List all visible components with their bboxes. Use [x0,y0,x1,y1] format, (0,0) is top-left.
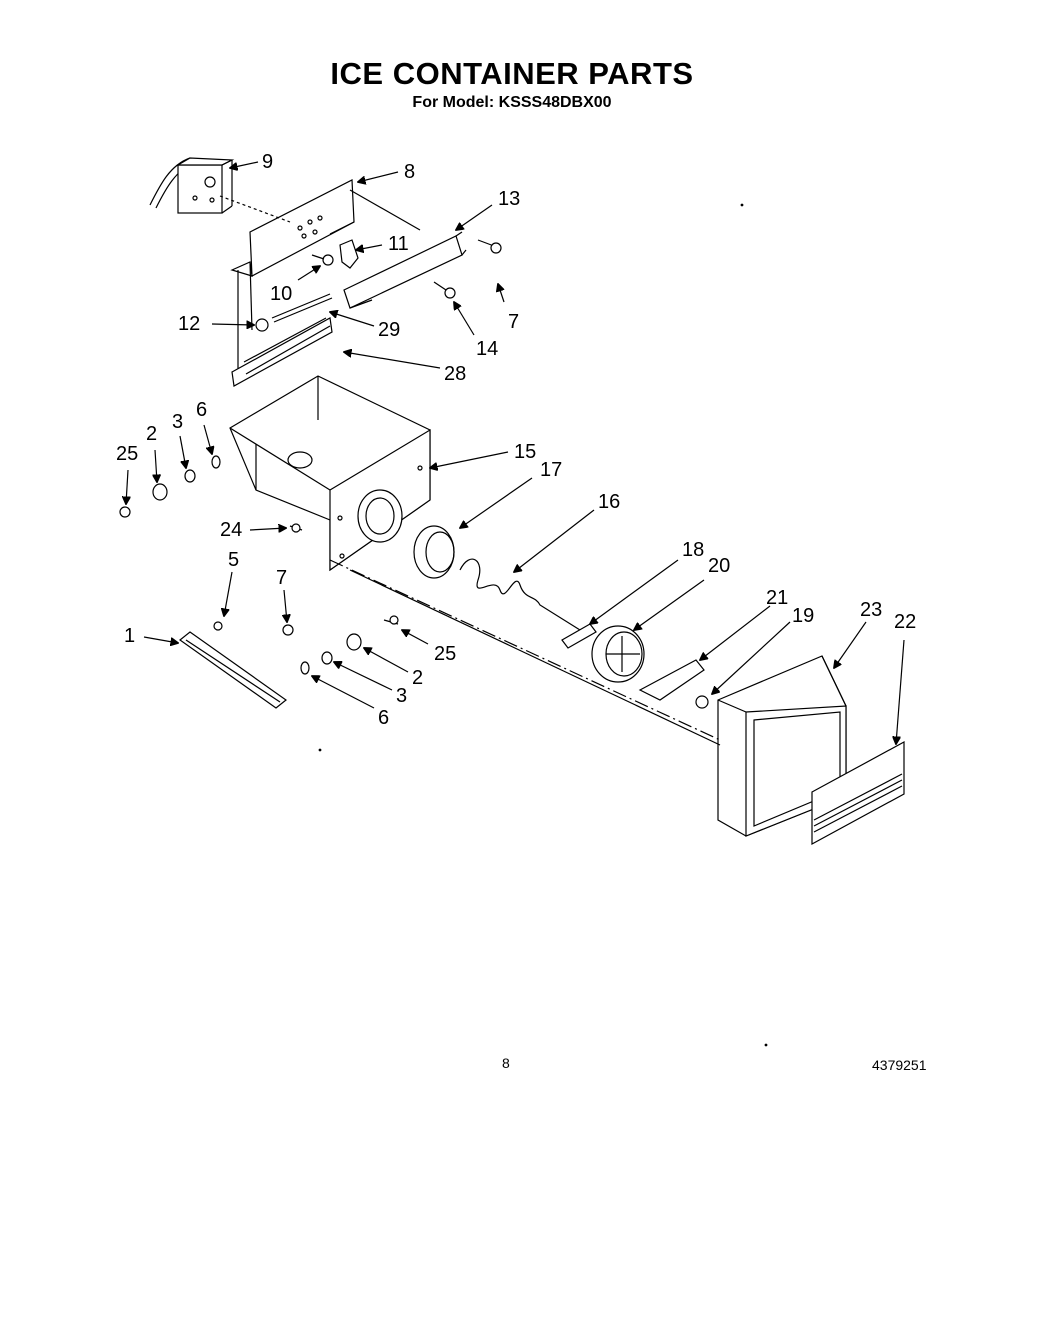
callout-10: 10 [270,283,292,305]
part-2-bushing-left [152,483,168,501]
callout-6-left: 6 [196,399,207,421]
callout-5: 5 [228,549,239,571]
part-11-clip [339,239,359,269]
callout-20: 20 [708,555,730,577]
part-29-rod [271,293,333,323]
callout-29: 29 [378,319,400,341]
part-6-washer-left [211,455,221,469]
part-25-screw-left [119,506,131,518]
part-10-screw [311,254,334,266]
callout-19: 19 [792,605,814,627]
part-2-bushing-lower [346,633,362,651]
callout-21: 21 [766,587,788,609]
part-13-bracket [343,231,467,309]
callout-8: 8 [404,161,415,183]
callout-2-lower: 2 [412,667,423,689]
callout-2-left: 2 [146,423,157,445]
part-21-bracket [638,659,705,701]
callout-6-lower: 6 [378,707,389,729]
callout-25-left: 25 [116,443,138,465]
part-6-washer-lower [300,661,310,675]
callout-25-lower: 25 [434,643,456,665]
part-5-screw [213,621,223,631]
callout-17: 17 [540,459,562,481]
callout-9: 9 [262,151,273,173]
part-3-spacer-left [184,469,196,483]
callout-24: 24 [220,519,242,541]
callout-1: 1 [124,625,135,647]
part-8-mounting-plate [219,179,421,370]
part-3-spacer-lower [321,651,333,665]
callout-13: 13 [498,188,520,210]
document-number: 4379251 [872,1057,927,1073]
callout-3-lower: 3 [396,685,407,707]
leader-lines [126,161,905,744]
model-subtitle: For Model: KSSS48DBX00 [412,94,612,111]
callout-7-lower: 7 [276,567,287,589]
part-24-screw [289,523,303,533]
part-12-fastener [255,318,269,332]
page-title: ICE CONTAINER PARTS [330,56,694,91]
callout-28: 28 [444,363,466,385]
callout-3-left: 3 [172,411,183,433]
callout-22: 22 [894,611,916,633]
part-7-screw-top [477,239,502,254]
callout-11: 11 [388,233,409,255]
part-20-wheel [591,625,645,683]
callout-labels: 9 8 13 11 10 7 14 12 29 28 25 2 3 6 15 1… [116,151,916,729]
part-28-rail [231,317,333,387]
part-19-nut [695,695,709,709]
callout-23: 23 [860,599,882,621]
part-15-housing [229,375,431,572]
callout-16: 16 [598,491,620,513]
callout-18: 18 [682,539,704,561]
part-22-panel [811,740,905,846]
part-14-screw [433,281,456,299]
callout-14: 14 [476,338,498,360]
part-18-coupling [561,623,597,649]
part-1-rail [179,631,287,709]
part-9-motor [149,157,235,214]
part-16-auger [459,558,581,631]
part-25-screw-lower [383,615,399,625]
part-17-gear [413,525,455,579]
page-number: 8 [502,1055,510,1071]
callout-15: 15 [514,441,536,463]
callout-12: 12 [178,313,200,335]
part-7-screw-lower [282,624,294,636]
assembly-line-2 [349,569,721,746]
callout-7-top: 7 [508,311,519,333]
